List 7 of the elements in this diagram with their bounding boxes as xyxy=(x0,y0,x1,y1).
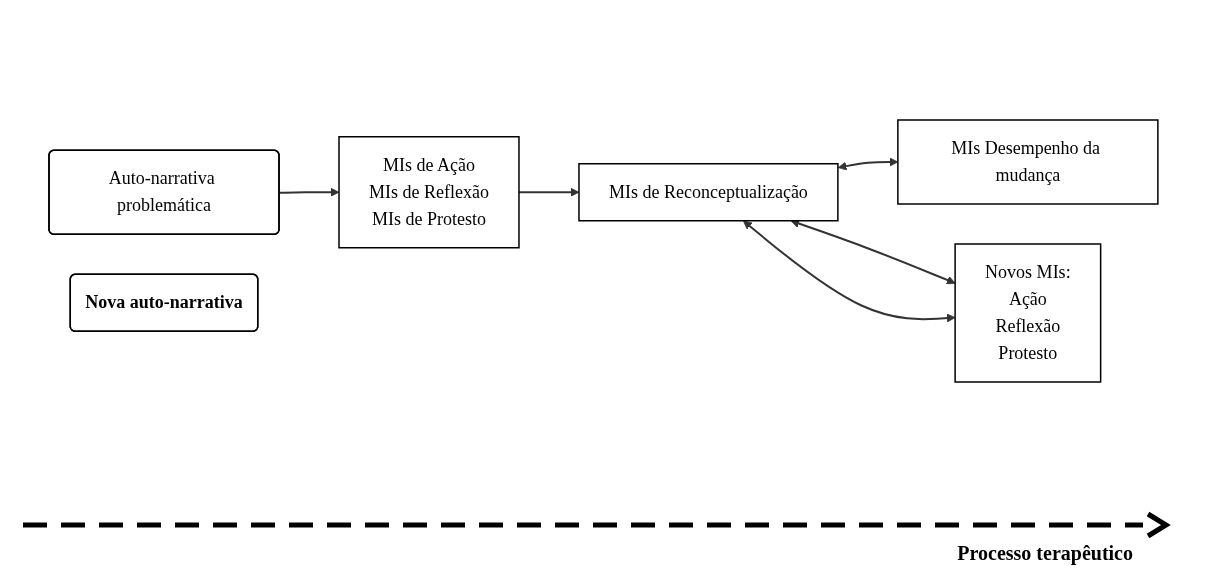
arrow xyxy=(837,157,898,171)
arrow xyxy=(278,187,339,197)
axis-label: Processo terapêutico xyxy=(957,542,1133,565)
node-box: MIs de Ação MIs de Reflexão MIs de Protesto xyxy=(337,136,520,249)
node-box: MIs Desempenho da mudança xyxy=(896,119,1159,205)
node-box: Novos MIs: Ação Reflexão Protesto xyxy=(953,243,1101,383)
node-box: MIs de Reconceptualização xyxy=(577,163,839,222)
